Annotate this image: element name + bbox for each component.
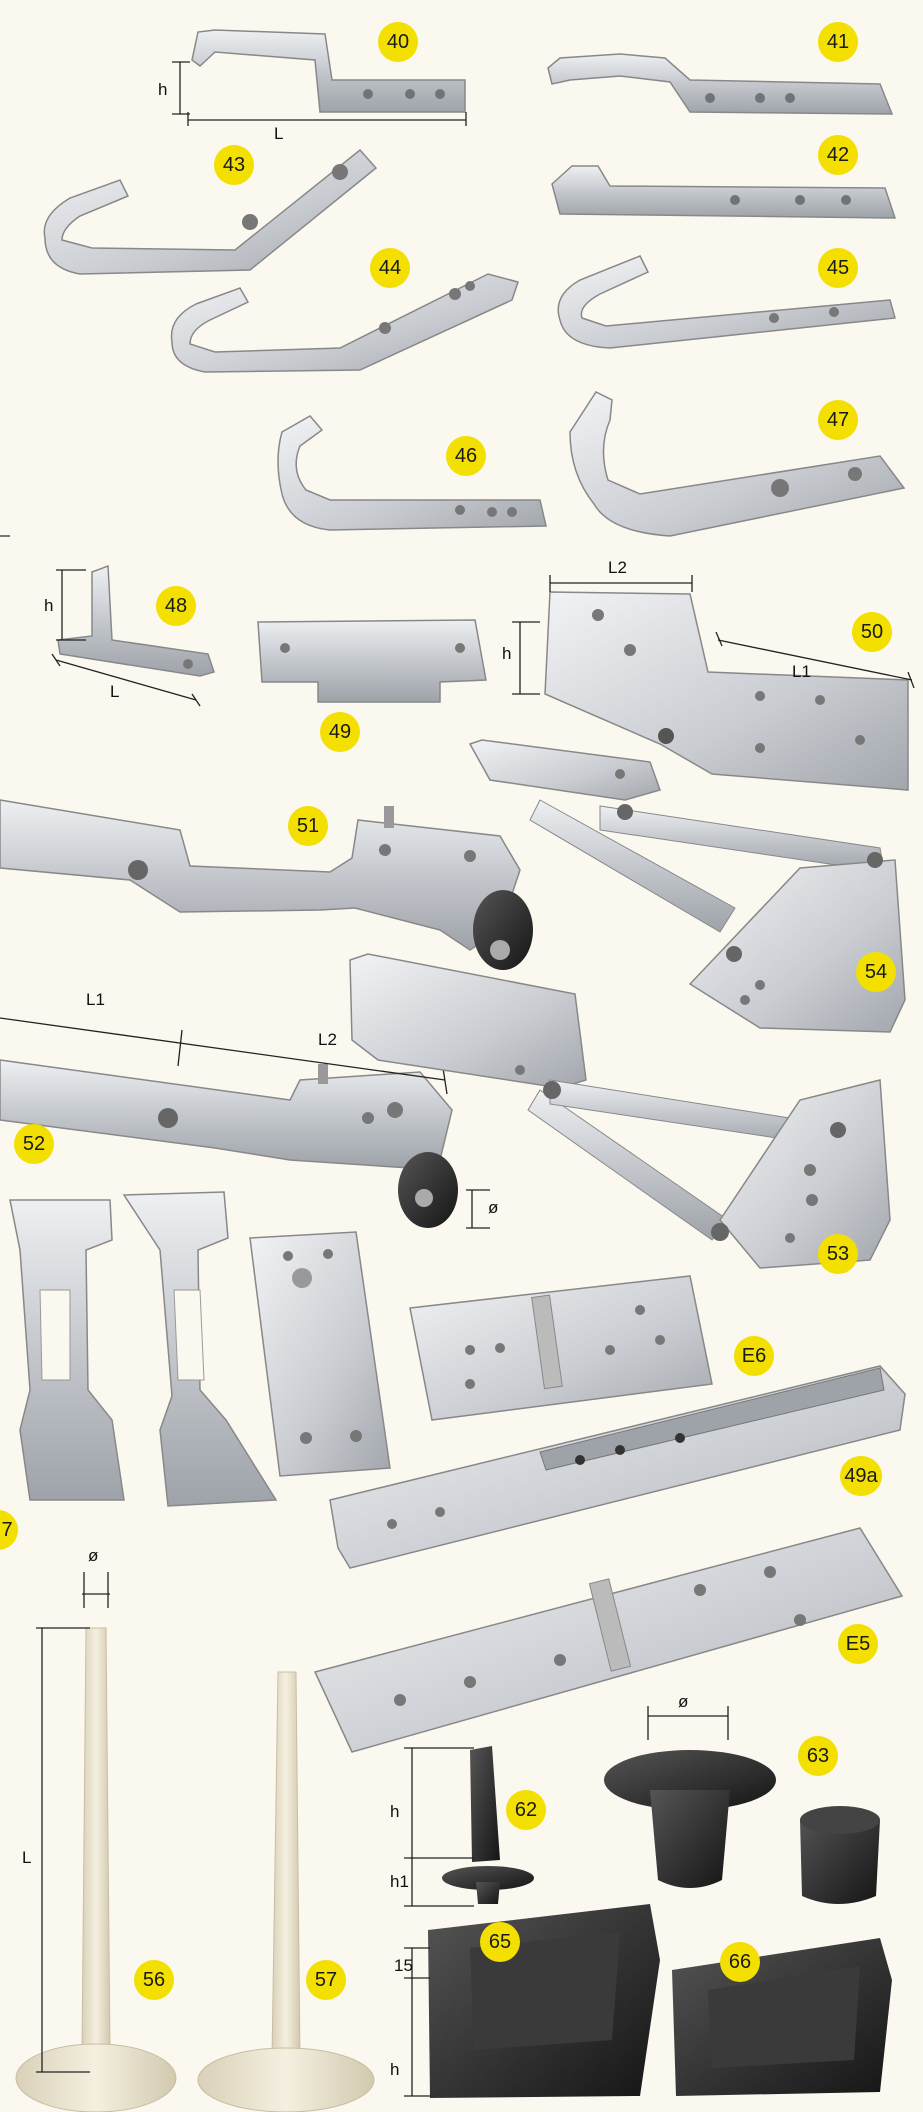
dim-L1-50: L1 [792, 662, 811, 681]
part-65-channel-bracket [428, 1904, 660, 2098]
part-41-bracket [547, 53, 894, 115]
badge-49: 49 [320, 712, 360, 752]
part-63-glide-cap [604, 1750, 880, 1904]
part-47-hook [569, 391, 906, 537]
badge-65: 65 [480, 1922, 520, 1962]
badge-E5: E5 [838, 1624, 878, 1664]
dim-h-40: h [158, 80, 168, 99]
part-66-channel-bracket [672, 1938, 892, 2096]
dim-L-56: L [22, 1848, 32, 1867]
dimension-lines-48 [51, 569, 201, 707]
part-49a-slide-rail [329, 1365, 906, 1569]
part-50-hinge [544, 591, 909, 791]
part-42-bracket [551, 165, 897, 219]
dimension-lines-50 [512, 575, 915, 695]
dim-L2-52: L2 [318, 1030, 337, 1049]
badge-40: 40 [378, 22, 418, 62]
badge-51: 51 [288, 806, 328, 846]
dimension-lines-40 [172, 61, 467, 126]
badge-44: 44 [370, 248, 410, 288]
badge-45: 45 [818, 248, 858, 288]
dimension-lines-52 [0, 1017, 490, 1229]
part-55-clamp-plates [9, 1191, 391, 1507]
part-46-hook [277, 415, 547, 531]
dimension-lines-63 [647, 1706, 729, 1740]
dim-L1-52: L1 [86, 990, 105, 1009]
dim-h-65: h [390, 2060, 400, 2079]
dimension-lines-62 [404, 1747, 474, 1907]
part-40-bracket [191, 29, 466, 113]
part-57-plastic-dowel [197, 1671, 375, 2112]
badge-52: 52 [14, 1124, 54, 1164]
part-44-hook [170, 273, 519, 373]
dim-diameter-56: ø [88, 1546, 99, 1565]
badge-41: 41 [818, 22, 858, 62]
badge-53: 53 [818, 1234, 858, 1274]
part-53-lift-mechanism [349, 953, 891, 1269]
part-45-hook [557, 255, 896, 349]
dim-diameter-63: ø [678, 1692, 689, 1711]
dimension-lines-65 [404, 1947, 430, 2097]
part-E6-hinge [409, 1275, 713, 1421]
dim-h1-62: h1 [390, 1872, 409, 1891]
badge-49a: 49a [840, 1456, 882, 1496]
part-56-plastic-dowel [15, 1627, 177, 2112]
part-E5-hinge [313, 1527, 904, 1753]
dim-L-48: L [110, 682, 120, 701]
dim-L2-50: L2 [608, 558, 627, 577]
badge-62: 62 [506, 1790, 546, 1830]
dim-h-62: h [390, 1802, 400, 1821]
badge-48: 48 [156, 586, 196, 626]
part-51-bed-fitting [0, 799, 533, 970]
dim-L-40: L [274, 124, 284, 143]
badge-63: 63 [798, 1736, 838, 1776]
badge-43: 43 [214, 145, 254, 185]
part-52-bed-fitting [0, 1059, 458, 1228]
badge-56: 56 [134, 1960, 174, 2000]
badge-54: 54 [856, 952, 896, 992]
badge-66: 66 [720, 1942, 760, 1982]
part-48-angle-bracket [57, 564, 215, 677]
part-49-plate [257, 619, 487, 703]
badge-42: 42 [818, 135, 858, 175]
badge-46: 46 [446, 436, 486, 476]
badge-E6: E6 [734, 1336, 774, 1376]
part-43-hook [43, 148, 378, 275]
badge-47: 47 [818, 400, 858, 440]
badge-50: 50 [852, 612, 892, 652]
badge-partial-label: 7 [1, 1518, 13, 1541]
part-62-rubber-foot [442, 1746, 534, 1904]
badge-partial: 7 [0, 1510, 18, 1550]
part-54-lift-mechanism [468, 739, 906, 1033]
badge-57: 57 [306, 1960, 346, 2000]
dim-15-65: 15 [394, 1956, 413, 1975]
dim-h-50: h [502, 644, 512, 663]
dim-diameter-52: ø [488, 1198, 499, 1217]
dim-h-48: h [44, 596, 54, 615]
dimension-lines-56 [36, 1572, 110, 2073]
